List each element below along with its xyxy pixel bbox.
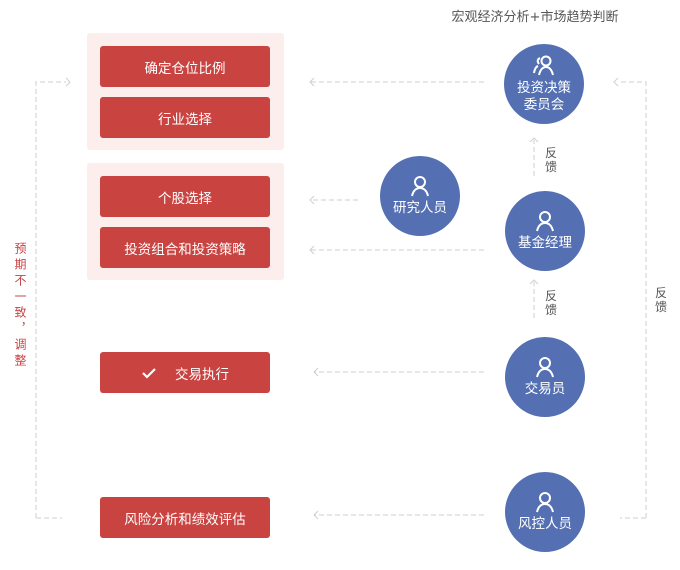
page-title: 宏观经济分析+市场趋势判断 — [451, 10, 619, 25]
role-label: 投资决策 — [517, 79, 571, 96]
arrowhead-right — [65, 77, 71, 87]
feedback-label-2: 反馈 — [545, 289, 558, 317]
role-trader[interactable]: 交易员 — [505, 337, 585, 417]
step-label: 个股选择 — [158, 190, 212, 207]
right-loop-line — [618, 81, 647, 518]
step-label: 确定仓位比例 — [144, 60, 226, 77]
role-risk-control[interactable]: 风控人员 — [505, 472, 585, 552]
role-investment-committee[interactable]: 投资决策 委员会 — [504, 44, 584, 124]
step-label: 风险分析和绩效评估 — [124, 511, 246, 528]
role-fund-manager[interactable]: 基金经理 — [505, 191, 585, 271]
step-trade-execution[interactable]: 交易执行 — [100, 352, 270, 393]
role-label: 研究人员 — [393, 200, 447, 216]
left-loop-line — [35, 81, 66, 518]
role-label: 委员会 — [523, 96, 565, 113]
feedback-label-right: 反馈 — [655, 286, 668, 314]
step-stock-selection[interactable]: 个股选择 — [100, 176, 270, 217]
user-icon — [536, 357, 554, 378]
role-label: 基金经理 — [518, 235, 572, 251]
step-label: 行业选择 — [158, 111, 212, 128]
adjust-note: 预期不一致，调整 — [13, 242, 27, 370]
role-label: 交易员 — [524, 381, 566, 397]
step-industry-selection[interactable]: 行业选择 — [100, 97, 270, 138]
group-icon — [533, 55, 554, 75]
user-icon — [536, 492, 554, 513]
step-label: 投资组合和投资策略 — [124, 241, 246, 258]
check-icon — [141, 367, 157, 379]
step-risk-analysis[interactable]: 风险分析和绩效评估 — [100, 497, 270, 538]
feedback-label-1: 反馈 — [545, 146, 558, 174]
role-label: 风控人员 — [518, 516, 572, 532]
role-researcher[interactable]: 研究人员 — [380, 156, 460, 236]
step-label: 交易执行 — [175, 366, 229, 383]
step-position-ratio[interactable]: 确定仓位比例 — [100, 46, 270, 87]
user-icon — [411, 176, 429, 197]
user-icon — [536, 211, 554, 232]
step-portfolio-strategy[interactable]: 投资组合和投资策略 — [100, 227, 270, 268]
